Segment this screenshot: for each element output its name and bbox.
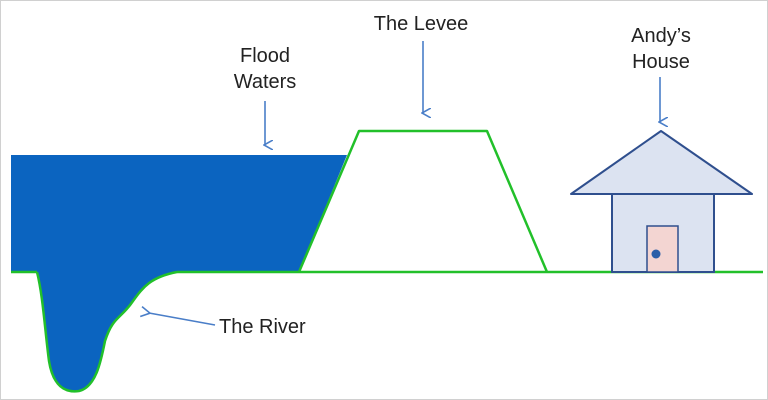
label-flood-line1: Flood [239, 45, 291, 67]
river-channel [11, 272, 177, 392]
flood-waters [11, 155, 347, 272]
arrow-river [149, 313, 216, 326]
label-flood-line2: Waters [233, 71, 297, 93]
label-levee: The Levee [373, 13, 469, 35]
label-house-line2: House [632, 51, 690, 73]
house-door [646, 225, 679, 273]
label-flood-waters: Flood Waters [215, 43, 315, 95]
door-knob [651, 249, 661, 259]
house-roof [570, 130, 753, 195]
river-bank [35, 270, 178, 393]
label-andys-house: Andy’s House [611, 23, 711, 75]
label-house-line1: Andy’s [631, 25, 691, 47]
label-river: The River [219, 316, 306, 338]
levee-shape [297, 129, 549, 273]
